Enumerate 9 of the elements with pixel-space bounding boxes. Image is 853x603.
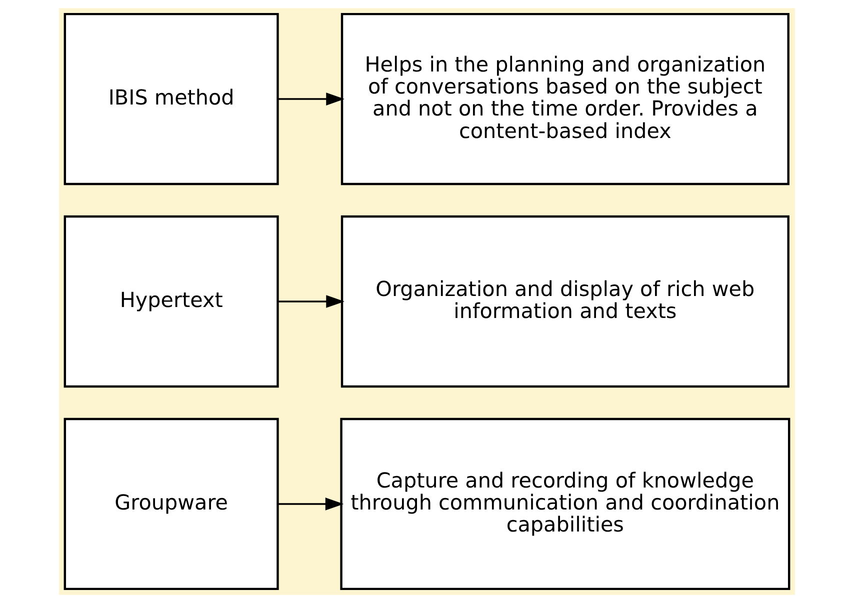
node-box: Capture and recording of knowledge through communication and coordination capabilities [340, 418, 790, 590]
arrow [278, 498, 344, 510]
node-box: IBIS method [63, 12, 278, 186]
node-box: Helps in the planning and organization of conversations based on the subject and not on the time order. Provides a content-based index [340, 12, 789, 186]
arrow [278, 295, 344, 308]
node-box: Hypertext [63, 215, 278, 388]
node-box: Groupware [63, 418, 278, 590]
arrow [278, 92, 344, 106]
node-box: Organization and display of rich web information and texts [340, 215, 789, 388]
